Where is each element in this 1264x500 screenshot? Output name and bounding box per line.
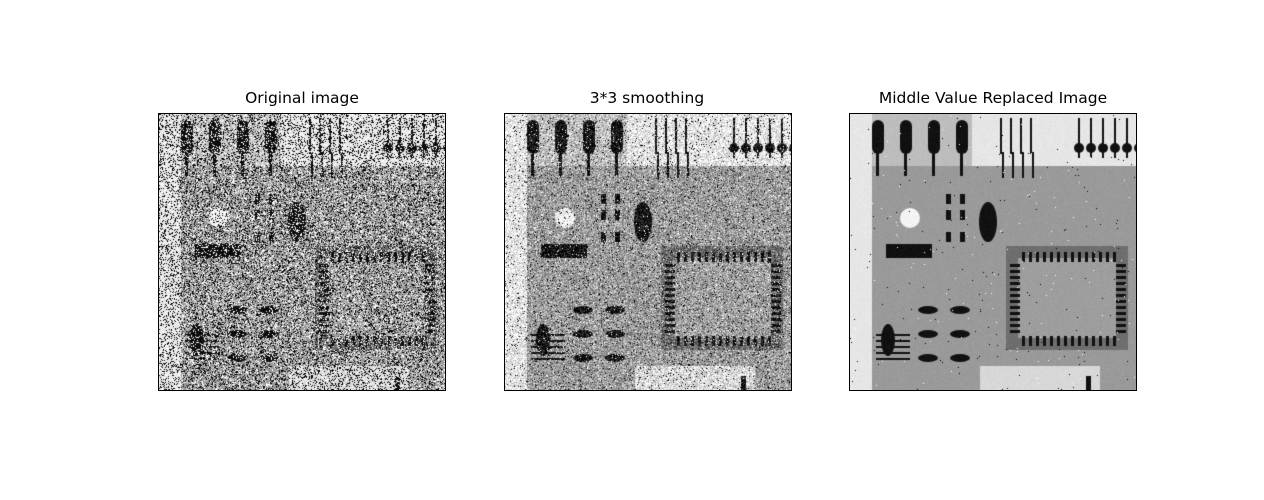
median-filtered-image [849,113,1137,391]
smoothed-image [504,113,792,391]
original-image-canvas [159,114,445,390]
median-filtered-image-canvas [850,114,1136,390]
panel-title-median: Middle Value Replaced Image [878,89,1108,107]
original-image [158,113,446,391]
panel-title-smoothing: 3*3 smoothing [589,89,705,107]
panel-title-original: Original image [245,89,359,107]
smoothed-image-canvas [505,114,791,390]
